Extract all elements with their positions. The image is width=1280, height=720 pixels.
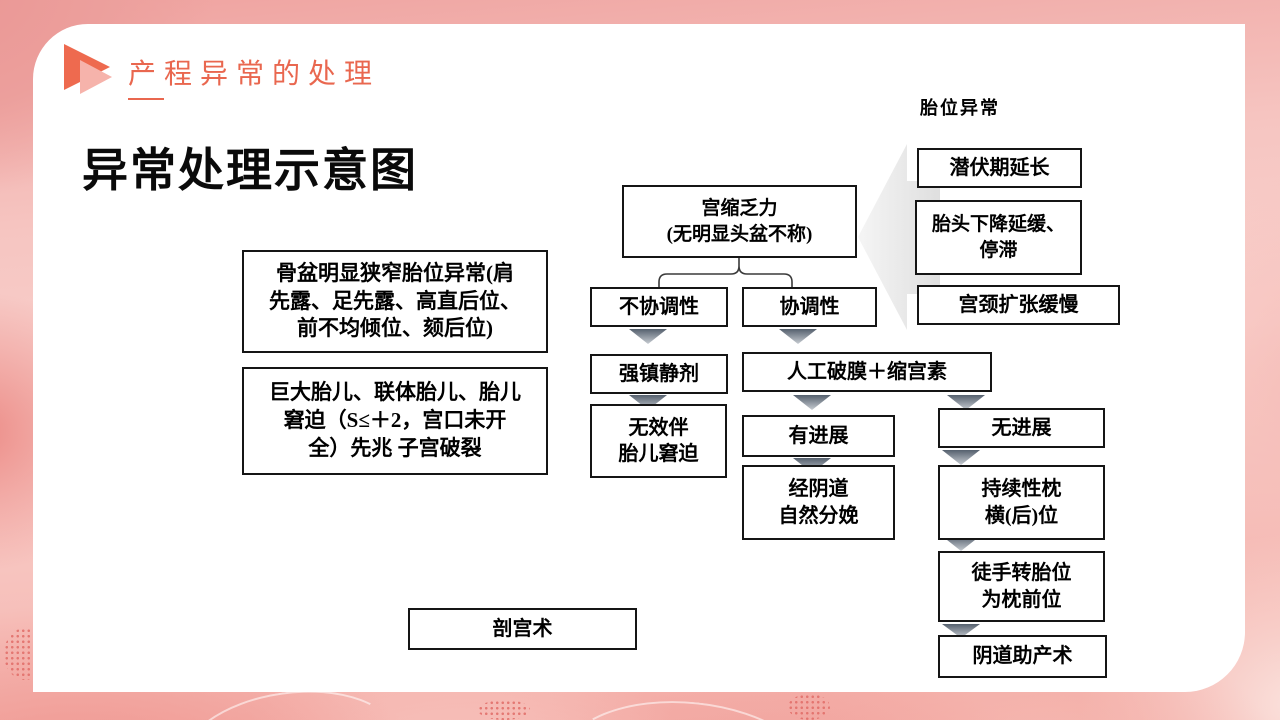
- flowchart-box-pelvis-narrow: 骨盆明显狭窄胎位异常(肩 先露、足先露、高直后位、 前不均倾位、颏后位): [242, 250, 548, 353]
- flowchart-box-manual-rotation: 徒手转胎位 为枕前位: [938, 551, 1105, 622]
- flowchart-box-persistent-occiput: 持续性枕 横(后)位: [938, 465, 1105, 540]
- flowchart-box-latent-prolonged: 潜伏期延长: [917, 148, 1082, 188]
- flowchart-box-ineffective-distress: 无效伴 胎儿窘迫: [590, 404, 727, 478]
- play-triangle-icon-light: [80, 60, 112, 94]
- fetal-position-label: 胎位异常: [920, 98, 1000, 118]
- slide-header-title: 产程异常的处理: [128, 59, 381, 90]
- flowchart-box-sedative: 强镇静剂: [590, 354, 728, 394]
- flowchart-box-coordinated: 协调性: [742, 287, 877, 327]
- flowchart-box-macrosomia: 巨大胎儿、联体胎儿、胎儿 窘迫（S≤＋2，宫口未开 全）先兆 子宫破裂: [242, 367, 548, 475]
- flowchart-box-vaginal-delivery: 经阴道 自然分娩: [742, 465, 895, 540]
- flowchart-box-assisted-delivery: 阴道助产术: [938, 635, 1107, 678]
- flower-stamen-decoration: [788, 694, 830, 720]
- header-underline: [128, 98, 164, 100]
- flowchart-box-cesarean: 剖宫术: [408, 608, 637, 650]
- flowchart-box-cervix-slow: 宫颈扩张缓慢: [917, 285, 1120, 325]
- flowchart-box-descent-delay: 胎头下降延缓、 停滞: [915, 200, 1082, 275]
- flowchart-box-amniotomy-oxytocin: 人工破膜＋缩宫素: [742, 352, 992, 392]
- petal-edge-decoration: [553, 688, 827, 720]
- flowchart-box-uncoordinated: 不协调性: [590, 287, 728, 327]
- flowchart-box-uterine-inertia: 宫缩乏力 (无明显头盆不称): [622, 185, 857, 258]
- flowchart-box-no-progress: 无进展: [938, 408, 1105, 448]
- page-title: 异常处理示意图: [82, 144, 418, 196]
- flowchart-box-progress: 有进展: [742, 415, 895, 457]
- flower-stamen-decoration: [478, 700, 530, 720]
